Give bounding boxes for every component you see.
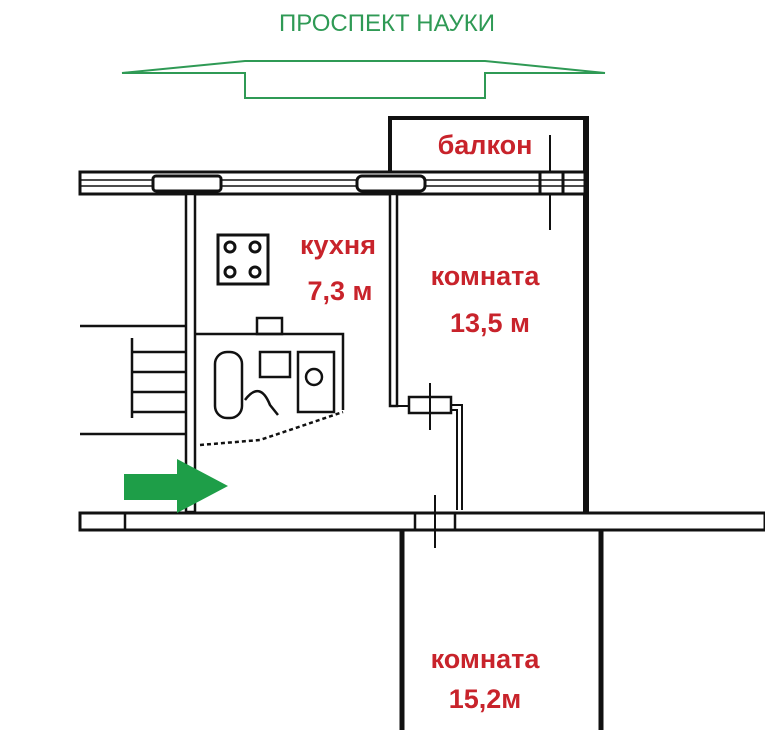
walls: [78, 116, 765, 730]
kitchen-label: кухня: [300, 230, 376, 260]
room2-area: 15,2м: [449, 684, 522, 714]
balcony-label: балкон: [438, 130, 533, 160]
room1-label: комната: [431, 261, 541, 291]
room2-label: комната: [431, 644, 541, 674]
street-name: ПРОСПЕКТ НАУКИ: [279, 10, 495, 37]
entrance-arrow-icon: [124, 459, 228, 513]
bathroom-fixtures-icon: [195, 316, 345, 447]
street-direction-arrow: [121, 60, 606, 99]
kitchen-area: 7,3 м: [307, 276, 372, 306]
room1-area: 13,5 м: [450, 308, 530, 338]
stove-icon: [216, 233, 270, 286]
